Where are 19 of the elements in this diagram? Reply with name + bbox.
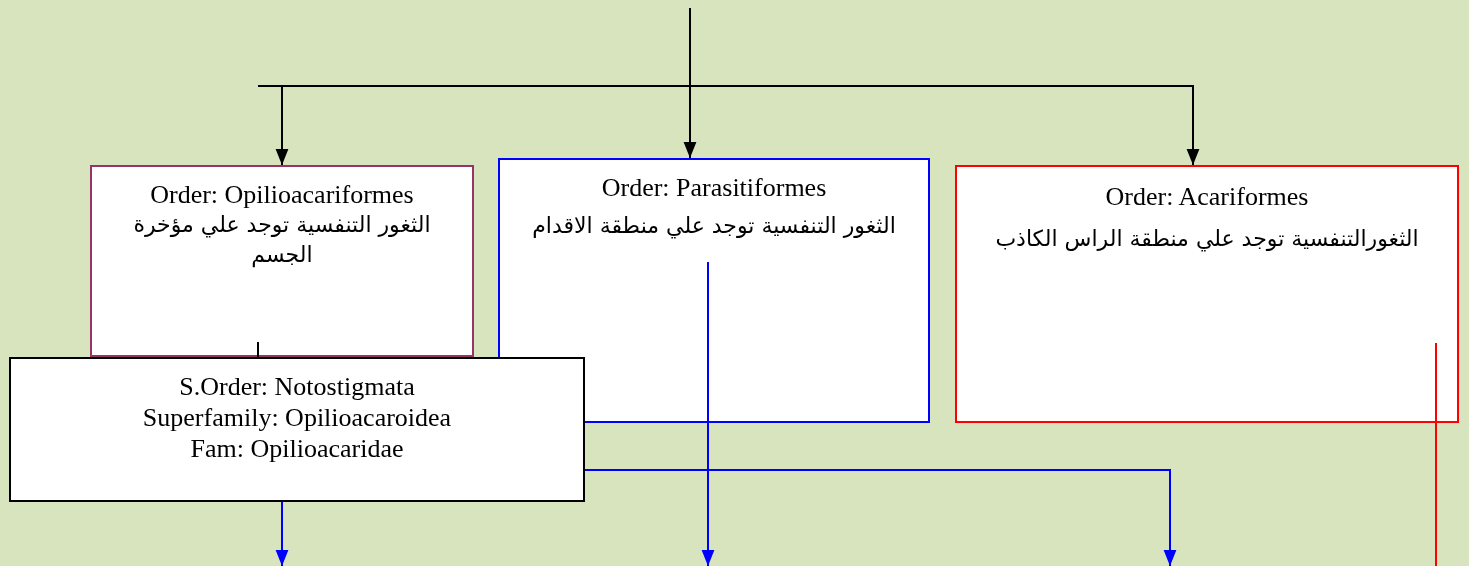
arrow xyxy=(701,261,715,566)
connector-line xyxy=(257,341,259,358)
suborder-box xyxy=(9,357,585,502)
description-text: الثغور التنفسية توجد علي منطقة الاقدام xyxy=(531,212,897,241)
arrow xyxy=(689,7,1200,166)
taxon-label: Order: Parasitiformes xyxy=(600,172,828,203)
taxon-label: Superfamily: Opilioacaroidea xyxy=(141,402,453,433)
order-box xyxy=(498,158,930,423)
taxon-label: Order: Opilioacariformes xyxy=(149,179,415,210)
arrow xyxy=(275,501,289,566)
order-box xyxy=(90,165,474,357)
taxon-label: Order: Acariformes xyxy=(1104,181,1310,212)
connector-line xyxy=(1435,342,1437,566)
arrow xyxy=(584,469,1177,566)
order-box xyxy=(955,165,1459,423)
taxon-label: S.Order: Notostigmata xyxy=(178,371,416,402)
description-text: الثغور التنفسية توجد علي مؤخرة الجسم xyxy=(132,211,432,270)
description-text: الثغورالتنفسية توجد علي منطقة الراس الكاذب xyxy=(994,225,1420,254)
taxon-label: Fam: Opilioacaridae xyxy=(189,433,405,464)
